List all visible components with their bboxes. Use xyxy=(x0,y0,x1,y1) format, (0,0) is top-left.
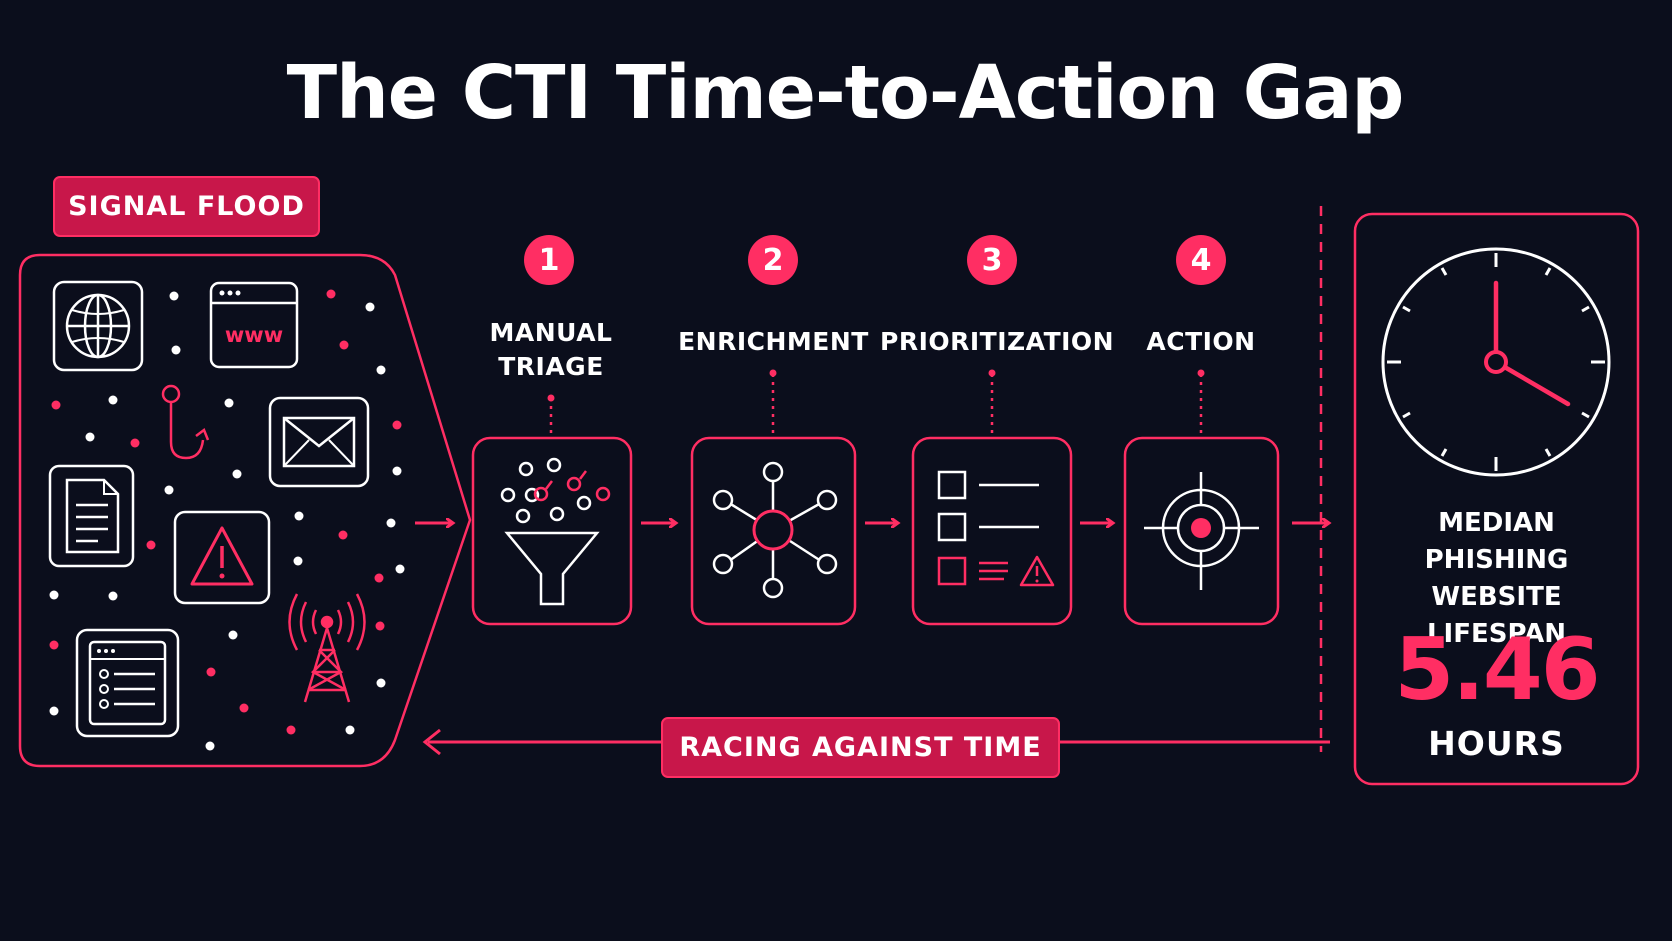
step-label-4-line1: ACTION xyxy=(1146,327,1256,356)
step-box-4 xyxy=(1123,436,1280,626)
signal-flood-badge: SIGNAL FLOOD xyxy=(53,176,320,237)
lifespan-value: 5.46 xyxy=(1394,620,1600,720)
lifespan-line1: MEDIAN xyxy=(1438,508,1555,538)
lifespan-unit: HOURS xyxy=(1428,724,1565,763)
step-boxes xyxy=(471,436,1280,626)
step-label-2-line1: ENRICHMENT xyxy=(678,327,869,356)
racing-against-time-badge: RACING AGAINST TIME xyxy=(661,717,1060,778)
lifespan-caption: MEDIAN PHISHING WEBSITE LIFESPAN xyxy=(1358,505,1635,653)
lifespan-panel xyxy=(1353,212,1640,786)
step-connectors xyxy=(549,374,1203,436)
step-box-3 xyxy=(911,436,1073,626)
envelope-icon xyxy=(268,396,370,488)
lifespan-line2: PHISHING WEBSITE xyxy=(1424,545,1569,612)
signal-flood-container xyxy=(18,253,472,768)
step-label-4: ACTION xyxy=(1130,325,1272,359)
lifespan-line3: LIFESPAN xyxy=(1426,619,1567,649)
radio-tower-icon xyxy=(288,593,366,703)
step-label-1-line1: MANUAL xyxy=(489,318,613,347)
step-label-3-line1: PRIORITIZATION xyxy=(880,327,1115,356)
step-number-3: 3 xyxy=(967,235,1017,285)
signal-dots xyxy=(49,289,405,751)
globe-icon xyxy=(52,280,144,372)
target-crosshair-icon xyxy=(1144,472,1259,590)
document-icon xyxy=(48,464,135,568)
warning-icon xyxy=(173,510,271,605)
step-box-1 xyxy=(471,436,633,626)
step-label-1-line2: TRIAGE xyxy=(498,352,604,381)
app-window-icon xyxy=(75,628,180,738)
www-text: www xyxy=(225,323,283,347)
step-number-4: 4 xyxy=(1176,235,1226,285)
racing-arrow xyxy=(422,728,1330,756)
clock-icon xyxy=(1381,247,1611,477)
funnel-icon xyxy=(500,457,611,606)
phishing-hook-icon xyxy=(161,384,210,460)
step-number-1: 1 xyxy=(524,235,574,285)
step-label-2: ENRICHMENT xyxy=(676,325,871,359)
step-number-2: 2 xyxy=(748,235,798,285)
network-hub-icon xyxy=(712,461,838,599)
step-box-2 xyxy=(690,436,857,626)
browser-www-icon: www xyxy=(209,281,299,369)
checklist-alert-icon xyxy=(937,470,1055,587)
step-label-3: PRIORITIZATION xyxy=(880,325,1115,359)
step-label-1: MANUAL TRIAGE xyxy=(470,316,632,384)
page-title: The CTI Time-to-Action Gap xyxy=(286,50,1405,136)
